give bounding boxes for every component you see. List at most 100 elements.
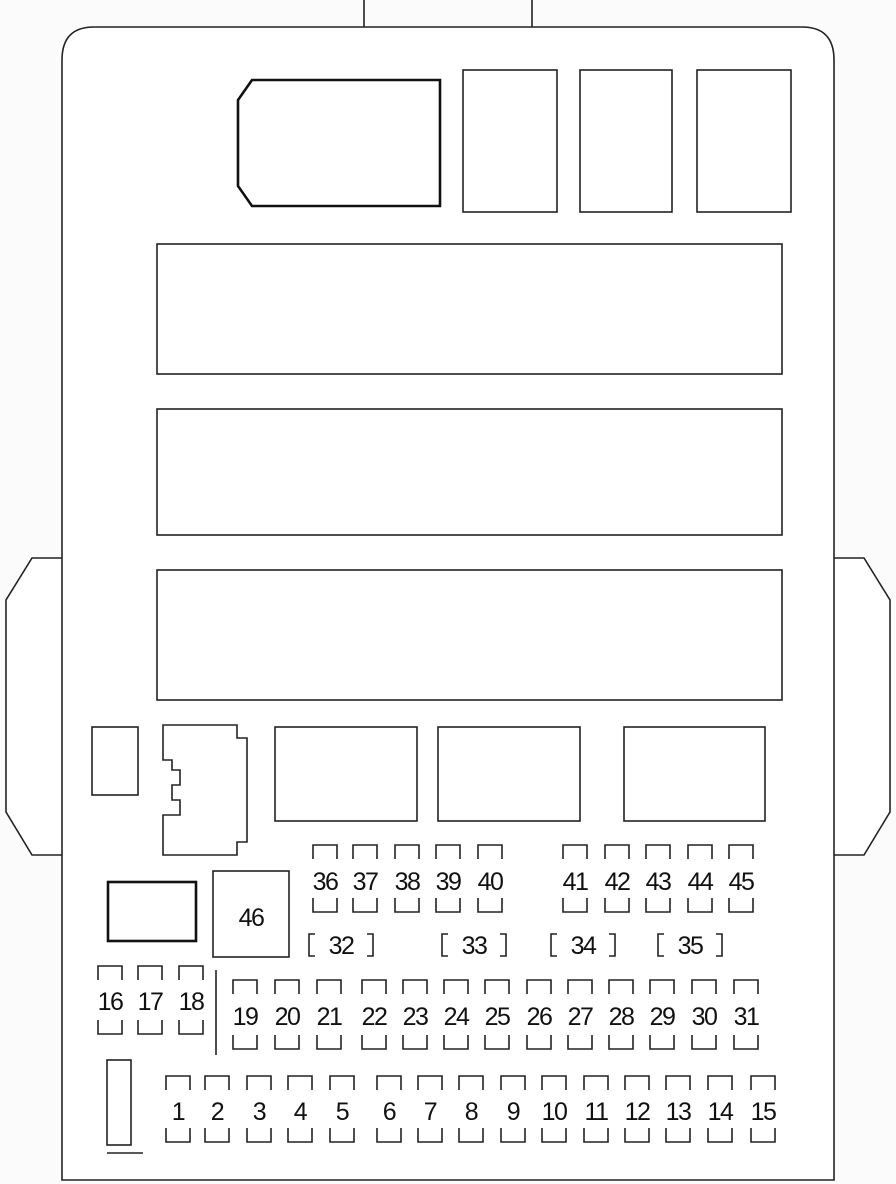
relay-slot <box>579 69 673 213</box>
fuse-label: 22 <box>362 1003 387 1031</box>
fuse-38[interactable]: 38 <box>394 844 421 913</box>
fuse-terminal-top <box>232 979 258 994</box>
fuse-label: 23 <box>403 1003 428 1031</box>
fuse-terminal-bottom <box>274 1035 300 1050</box>
fuse-6[interactable]: 6 <box>376 1075 402 1143</box>
fuse-label: 39 <box>436 868 461 896</box>
fuse-terminal-top <box>165 1075 191 1090</box>
fuse-label: 17 <box>138 988 163 1016</box>
bracket-label: 35 <box>678 932 703 960</box>
fuse-label: 30 <box>692 1003 717 1031</box>
fuse-45[interactable]: 45 <box>728 844 755 913</box>
fuse-terminal-top <box>435 844 461 859</box>
fuse-2[interactable]: 2 <box>204 1075 230 1143</box>
spare-fuse-34[interactable]: 34 <box>550 932 616 960</box>
fuse-terminal-top <box>750 1075 776 1090</box>
fuse-label: 14 <box>708 1098 734 1126</box>
fuse-22[interactable]: 22 <box>361 979 388 1050</box>
fuse-20[interactable]: 20 <box>274 979 301 1050</box>
fuse-terminal-bottom <box>645 898 671 913</box>
fuse-label: 18 <box>179 988 204 1016</box>
fuse-terminal-bottom <box>232 1035 258 1050</box>
fuse-terminal-top <box>329 1075 355 1090</box>
fuse-terminal-top <box>567 979 593 994</box>
fuse-5[interactable]: 5 <box>329 1075 355 1143</box>
fuse-23[interactable]: 23 <box>402 979 429 1050</box>
spare-fuse-35[interactable]: 35 <box>657 932 723 960</box>
fuse-label: 3 <box>253 1098 266 1126</box>
fuse-28[interactable]: 28 <box>608 979 635 1050</box>
relay-slot <box>274 726 418 822</box>
fuse-1[interactable]: 1 <box>165 1075 191 1143</box>
fuse-7[interactable]: 7 <box>417 1075 443 1143</box>
fuse-label: 27 <box>568 1003 593 1031</box>
fuse-label: 5 <box>336 1098 349 1126</box>
fuse-terminal-top <box>484 979 510 994</box>
fuse-label: 15 <box>751 1098 776 1126</box>
fuse-terminal-bottom <box>733 1035 759 1050</box>
fuse-label: 1 <box>172 1098 185 1126</box>
fuse-terminal-top <box>691 979 717 994</box>
fuse-terminal-top <box>526 979 552 994</box>
fuse-11[interactable]: 11 <box>583 1075 610 1143</box>
fuse-terminal-top <box>458 1075 484 1090</box>
fuse-39[interactable]: 39 <box>435 844 462 913</box>
fuse-terminal-top <box>352 844 378 859</box>
fuse-10[interactable]: 10 <box>541 1075 568 1143</box>
fuse-label: 16 <box>98 988 123 1016</box>
fuse-46-label: 46 <box>239 904 264 932</box>
fuse-31[interactable]: 31 <box>733 979 760 1050</box>
spare-fuse-33[interactable]: 33 <box>441 932 507 960</box>
fuse-43[interactable]: 43 <box>645 844 672 913</box>
fuse-terminal-bottom <box>500 1128 526 1143</box>
bracket-right <box>716 933 723 957</box>
fuse-label: 42 <box>605 868 630 896</box>
fuse-12[interactable]: 12 <box>624 1075 651 1143</box>
fuse-19[interactable]: 19 <box>232 979 259 1050</box>
fuse-18[interactable]: 18 <box>178 965 205 1035</box>
fuse-44[interactable]: 44 <box>687 844 715 913</box>
fuse-terminal-top <box>604 844 630 859</box>
fuse-terminal-bottom <box>484 1035 510 1050</box>
fuse-label: 31 <box>734 1003 759 1031</box>
fuse-27[interactable]: 27 <box>567 979 594 1050</box>
fuse-13[interactable]: 13 <box>665 1075 692 1143</box>
fuse-9[interactable]: 9 <box>500 1075 526 1143</box>
fuse-46-box <box>212 870 290 958</box>
fuse-29[interactable]: 29 <box>649 979 676 1050</box>
fuse-terminal-top <box>316 979 342 994</box>
fuse-label: 26 <box>527 1003 552 1031</box>
fuse-terminal-bottom <box>376 1128 402 1143</box>
fuse-terminal-top <box>361 979 387 994</box>
spare-fuse-32[interactable]: 32 <box>308 932 374 960</box>
fuse-terminal-top <box>394 844 420 859</box>
fuse-terminal-bottom <box>246 1128 272 1143</box>
top-tab <box>363 0 533 27</box>
fuse-terminal-top <box>274 979 300 994</box>
fuse-14[interactable]: 14 <box>707 1075 735 1143</box>
fuse-terminal-bottom <box>435 898 461 913</box>
fuse-8[interactable]: 8 <box>458 1075 484 1143</box>
fuse-24[interactable]: 24 <box>443 979 471 1050</box>
fuse-41[interactable]: 41 <box>562 844 589 913</box>
fuse-terminal-bottom <box>402 1035 428 1050</box>
fuse-37[interactable]: 37 <box>352 844 379 913</box>
fuse-40[interactable]: 40 <box>477 844 504 913</box>
bracket-left <box>657 933 664 957</box>
fuse-42[interactable]: 42 <box>604 844 631 913</box>
fuse-25[interactable]: 25 <box>484 979 511 1050</box>
fuse-21[interactable]: 21 <box>316 979 343 1050</box>
fuse-terminal-top <box>583 1075 609 1090</box>
fuse-terminal-bottom <box>541 1128 567 1143</box>
fuse-26[interactable]: 26 <box>526 979 553 1050</box>
fuse-15[interactable]: 15 <box>750 1075 777 1143</box>
fuse-label: 12 <box>625 1098 650 1126</box>
fuse-3[interactable]: 3 <box>246 1075 272 1143</box>
fuse-terminal-bottom <box>608 1035 634 1050</box>
fuse-30[interactable]: 30 <box>691 979 718 1050</box>
fuse-36[interactable]: 36 <box>312 844 339 913</box>
fuse-16[interactable]: 16 <box>97 965 124 1035</box>
fuse-label: 9 <box>507 1098 520 1126</box>
fuse-17[interactable]: 17 <box>137 965 164 1035</box>
fuse-4[interactable]: 4 <box>287 1075 313 1143</box>
